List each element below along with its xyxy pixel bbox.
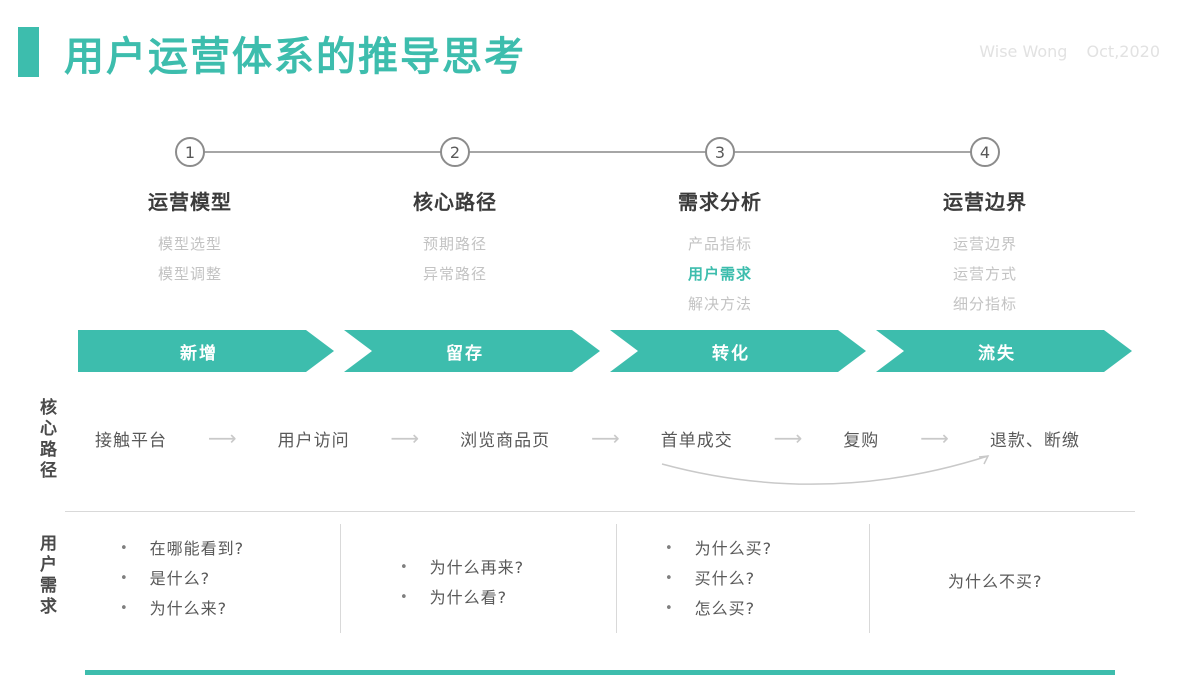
path-step: 退款、断缴 bbox=[989, 430, 1080, 451]
funnel-arrow-churn: 流失 bbox=[876, 330, 1132, 372]
bullet-dot-icon: • bbox=[400, 590, 408, 605]
need-item: •是什么? bbox=[120, 569, 211, 588]
bullet-dot-icon: • bbox=[400, 560, 408, 575]
step-marker-4: 4 bbox=[970, 137, 1000, 167]
step-subitem: 模型调整 bbox=[157, 265, 222, 283]
step-number: 3 bbox=[714, 142, 726, 162]
funnel-label: 新增 bbox=[180, 343, 218, 364]
need-item: •在哪能看到? bbox=[120, 539, 245, 558]
step-column-operation-boundary: 运营边界 运营边界 运营方式 细分指标 bbox=[875, 186, 1095, 319]
need-item: •为什么买? bbox=[665, 539, 773, 558]
need-item: •怎么买? bbox=[665, 599, 756, 618]
loop-curve-arrow-icon bbox=[661, 455, 990, 485]
funnel-label: 转化 bbox=[712, 343, 750, 364]
step-marker-3: 3 bbox=[705, 137, 735, 167]
step-subitem: 产品指标 bbox=[687, 235, 752, 253]
step-number: 4 bbox=[979, 142, 991, 162]
funnel-label: 流失 bbox=[978, 343, 1016, 364]
row-label-core-path: 核心路径 bbox=[36, 398, 56, 482]
step-number: 1 bbox=[184, 142, 196, 162]
path-step: 首单成交 bbox=[660, 430, 733, 451]
step-marker-1: 1 bbox=[175, 137, 205, 167]
needs-column-conversion: •为什么买? •买什么? •怎么买? bbox=[665, 538, 772, 628]
author-name: Wise Wong bbox=[979, 42, 1068, 61]
bullet-dot-icon: • bbox=[120, 541, 128, 556]
right-arrow-icon: ⟶ bbox=[207, 426, 237, 450]
step-marker-2: 2 bbox=[440, 137, 470, 167]
right-arrow-icon: ⟶ bbox=[390, 426, 420, 450]
funnel-label: 留存 bbox=[446, 343, 484, 364]
step-subitem: 运营边界 bbox=[952, 235, 1017, 253]
needs-column-acquisition: •在哪能看到? •是什么? •为什么来? bbox=[120, 538, 244, 628]
bullet-dot-icon: • bbox=[665, 601, 673, 616]
bullet-dot-icon: • bbox=[120, 571, 128, 586]
path-step: 接触平台 bbox=[95, 430, 167, 451]
step-subitem-highlighted: 用户需求 bbox=[687, 265, 752, 283]
step-title: 需求分析 bbox=[678, 190, 762, 214]
need-item: •为什么看? bbox=[400, 588, 508, 607]
funnel-arrow-retention: 留存 bbox=[344, 330, 600, 372]
column-divider bbox=[869, 524, 870, 633]
need-item: •为什么再来? bbox=[400, 558, 525, 577]
step-title: 核心路径 bbox=[413, 190, 497, 214]
path-step: 浏览商品页 bbox=[460, 430, 551, 451]
step-subitem: 预期路径 bbox=[422, 235, 487, 253]
step-column-core-path: 核心路径 预期路径 异常路径 bbox=[345, 186, 565, 289]
right-arrow-icon: ⟶ bbox=[591, 426, 620, 450]
funnel-arrow-conversion: 转化 bbox=[610, 330, 866, 372]
step-title: 运营模型 bbox=[148, 190, 232, 214]
step-number: 2 bbox=[449, 142, 461, 162]
right-arrow-icon: ⟶ bbox=[920, 426, 949, 450]
need-item: •为什么来? bbox=[120, 599, 228, 618]
needs-column-churn: 为什么不买? bbox=[948, 572, 1043, 591]
funnel-arrow-acquisition: 新增 bbox=[78, 330, 334, 372]
step-subitem: 解决方法 bbox=[687, 295, 752, 313]
step-subitem: 细分指标 bbox=[952, 295, 1017, 313]
title-accent-bar bbox=[18, 27, 39, 77]
bottom-accent-bar bbox=[85, 670, 1115, 675]
author-credit: Wise Wong Oct,2020 bbox=[965, 42, 1160, 61]
page-title: 用户运营体系的推导思考 bbox=[64, 34, 526, 80]
section-divider bbox=[65, 511, 1135, 512]
column-divider bbox=[340, 524, 341, 633]
need-item: •买什么? bbox=[665, 569, 756, 588]
step-subitem: 模型选型 bbox=[157, 235, 222, 253]
path-step: 用户访问 bbox=[277, 430, 350, 451]
column-divider bbox=[616, 524, 617, 633]
step-subitem: 运营方式 bbox=[952, 265, 1017, 283]
bullet-dot-icon: • bbox=[665, 541, 673, 556]
core-path-row: 接触平台 ⟶ 用户访问 ⟶ 浏览商品页 ⟶ 首单成交 ⟶ 复购 ⟶ 退款、断缴 bbox=[95, 424, 1080, 452]
right-arrow-icon: ⟶ bbox=[773, 426, 803, 450]
needs-column-retention: •为什么再来? •为什么看? bbox=[400, 557, 524, 617]
row-label-user-needs: 用户需求 bbox=[36, 534, 56, 618]
step-column-demand-analysis: 需求分析 产品指标 用户需求 解决方法 bbox=[610, 186, 830, 319]
date-label: Oct,2020 bbox=[1086, 42, 1160, 61]
bullet-dot-icon: • bbox=[120, 601, 128, 616]
funnel-stage-bar: 新增 留存 转化 流失 bbox=[78, 330, 1132, 372]
step-title: 运营边界 bbox=[943, 190, 1027, 214]
timeline-line bbox=[190, 151, 985, 153]
path-step: 复购 bbox=[843, 430, 880, 451]
step-subitem: 异常路径 bbox=[422, 265, 487, 283]
bullet-dot-icon: • bbox=[665, 571, 673, 586]
step-column-operation-model: 运营模型 模型选型 模型调整 bbox=[80, 186, 300, 289]
